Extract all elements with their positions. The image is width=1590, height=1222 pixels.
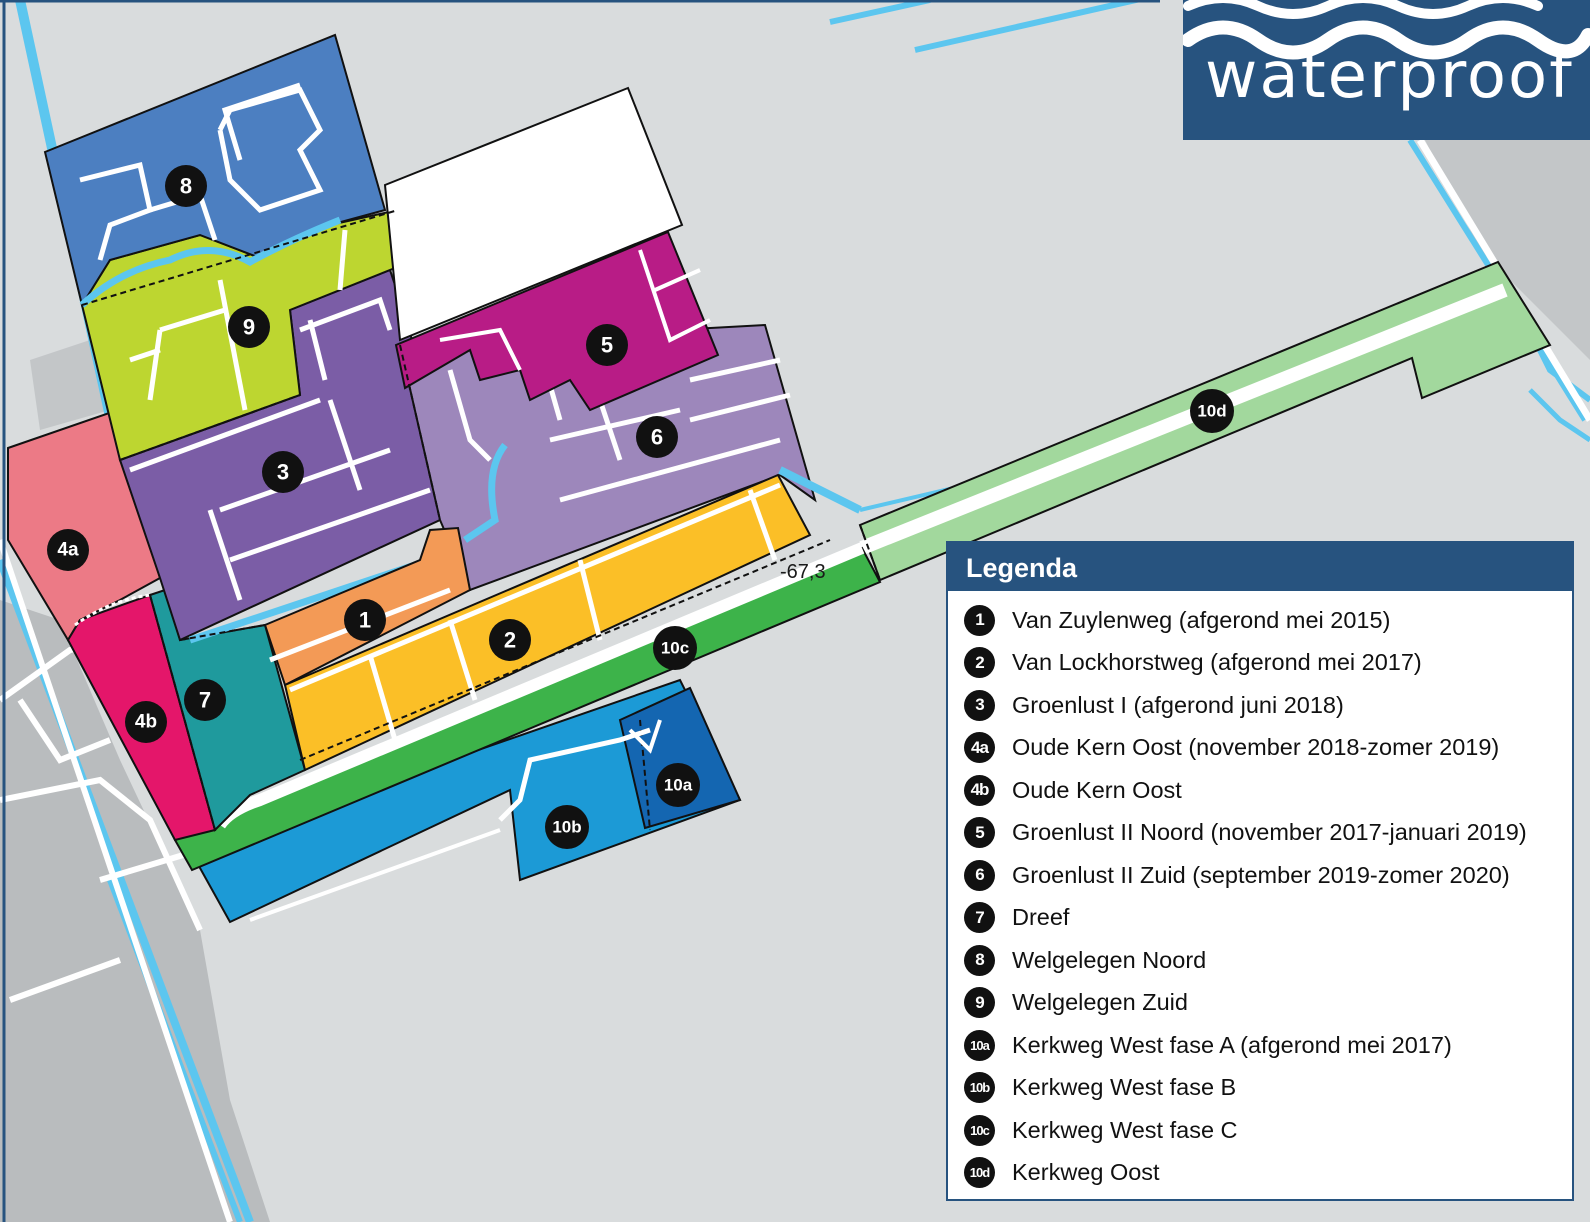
legend-badge: 3: [964, 689, 995, 721]
marker-10b[interactable]: 10b: [545, 805, 589, 849]
legend-item: 7 Dreef: [964, 897, 1572, 940]
marker-10c[interactable]: 10c: [653, 626, 697, 670]
legend-item: 10d Kerkweg Oost: [964, 1152, 1572, 1195]
legend-label: Oude Kern Oost (november 2018-zomer 2019…: [1012, 734, 1500, 761]
legend-item: 8 Welgelegen Noord: [964, 939, 1572, 982]
legend-label: Kerkweg Oost: [1012, 1159, 1160, 1186]
legend-badge: 9: [964, 987, 995, 1019]
legend-item: 9 Welgelegen Zuid: [964, 982, 1572, 1025]
svg-text:4a: 4a: [57, 540, 79, 561]
legend-label: Welgelegen Zuid: [1012, 989, 1188, 1016]
svg-text:2: 2: [504, 628, 516, 653]
svg-text:9: 9: [243, 315, 255, 340]
legend-badge: 2: [964, 647, 995, 679]
marker-10d[interactable]: 10d: [1190, 389, 1234, 433]
phase-boundaries: [81, 209, 881, 831]
undeveloped-block: [383, 86, 684, 342]
legend-badge: 6: [964, 859, 995, 891]
marker-9[interactable]: 9: [228, 306, 270, 348]
legend-badge: 10b: [964, 1072, 995, 1104]
zone-6[interactable]: [398, 323, 817, 592]
zone-5[interactable]: [394, 230, 720, 412]
svg-text:4b: 4b: [135, 712, 157, 733]
legend-item: 10c Kerkweg West fase C: [964, 1109, 1572, 1152]
marker-5[interactable]: 5: [586, 324, 628, 366]
legend-item: 5 Groenlust II Noord (november 2017-janua…: [964, 812, 1572, 855]
legend-list: 1 Van Zuylenweg (afgerond mei 2015) 2 Van …: [948, 591, 1572, 1194]
marker-4b[interactable]: 4b: [125, 701, 167, 743]
legend-item: 3 Groenlust I (afgerond juni 2018): [964, 684, 1572, 727]
legend-label: Kerkweg West fase B: [1012, 1074, 1237, 1101]
svg-text:10a: 10a: [664, 776, 693, 795]
marker-7[interactable]: 7: [184, 679, 226, 721]
svg-text:10c: 10c: [661, 639, 689, 658]
legend-title: Legenda: [948, 543, 1572, 591]
legend-item: 1 Van Zuylenweg (afgerond mei 2015): [964, 599, 1572, 642]
zone-2[interactable]: [283, 473, 812, 772]
legend-label: Groenlust II Noord (november 2017-januar…: [1012, 819, 1527, 846]
waterproof-logo: waterproof: [1183, 0, 1590, 140]
zone-markers: 1 2 3 4a 4b 5 6 7 8 9 10a 10b 10c 10d: [47, 165, 1234, 849]
svg-text:6: 6: [651, 425, 663, 450]
legend-label: Dreef: [1012, 904, 1070, 931]
legend-badge: 1: [964, 604, 995, 636]
marker-8[interactable]: 8: [165, 165, 207, 207]
legend-badge: 7: [964, 902, 995, 934]
legend-badge: 10a: [964, 1029, 995, 1061]
legend-badge: 4b: [964, 774, 995, 806]
elevation-label: -67,3: [780, 561, 826, 583]
legend-badge: 5: [964, 817, 995, 849]
marker-6[interactable]: 6: [636, 416, 678, 458]
svg-text:1: 1: [359, 608, 371, 633]
wave-icon: [1183, 0, 1590, 60]
legend-label: Van Lockhorstweg (afgerond mei 2017): [1012, 649, 1422, 676]
legend-panel: Legenda 1 Van Zuylenweg (afgerond mei 201…: [946, 541, 1574, 1201]
legend-item: 4a Oude Kern Oost (november 2018-zomer 20…: [964, 727, 1572, 770]
marker-3[interactable]: 3: [262, 451, 304, 493]
legend-badge: 10d: [964, 1157, 995, 1189]
legend-label: Kerkweg West fase A (afgerond mei 2017): [1012, 1031, 1452, 1058]
legend-label: Welgelegen Noord: [1012, 946, 1207, 973]
svg-text:5: 5: [601, 333, 613, 358]
svg-text:7: 7: [199, 688, 211, 713]
built-up-block: [30, 340, 110, 430]
legend-badge: 10c: [964, 1114, 995, 1146]
legend-badge: 4a: [964, 732, 995, 764]
svg-text:10d: 10d: [1197, 402, 1226, 421]
logo-text: waterproof: [1205, 39, 1574, 113]
marker-4a[interactable]: 4a: [47, 529, 89, 571]
legend-item: 10a Kerkweg West fase A (afgerond mei 201…: [964, 1024, 1572, 1067]
legend-item: 6 Groenlust II Zuid (september 2019-zomer…: [964, 854, 1572, 897]
legend-label: Groenlust II Zuid (september 2019-zomer …: [1012, 861, 1510, 888]
svg-text:10b: 10b: [552, 818, 581, 837]
legend-label: Groenlust I (afgerond juni 2018): [1012, 691, 1344, 718]
legend-label: Kerkweg West fase C: [1012, 1116, 1238, 1143]
legend-label: Van Zuylenweg (afgerond mei 2015): [1012, 606, 1391, 633]
legend-label: Oude Kern Oost: [1012, 776, 1182, 803]
zone-10a[interactable]: [618, 686, 742, 830]
built-up-area-east: [1300, 130, 1590, 360]
marker-10a[interactable]: 10a: [656, 763, 700, 807]
road-kerkweg-oost: [859, 283, 1508, 555]
legend-item: 4b Oude Kern Oost: [964, 769, 1572, 812]
legend-badge: 8: [964, 944, 995, 976]
legend-item: 2 Van Lockhorstweg (afgerond mei 2017): [964, 642, 1572, 685]
svg-text:8: 8: [180, 174, 192, 199]
marker-2[interactable]: 2: [489, 619, 531, 661]
legend-item: 10b Kerkweg West fase B: [964, 1067, 1572, 1110]
svg-text:3: 3: [277, 460, 289, 485]
zone-10b[interactable]: [188, 678, 742, 924]
marker-1[interactable]: 1: [344, 599, 386, 641]
